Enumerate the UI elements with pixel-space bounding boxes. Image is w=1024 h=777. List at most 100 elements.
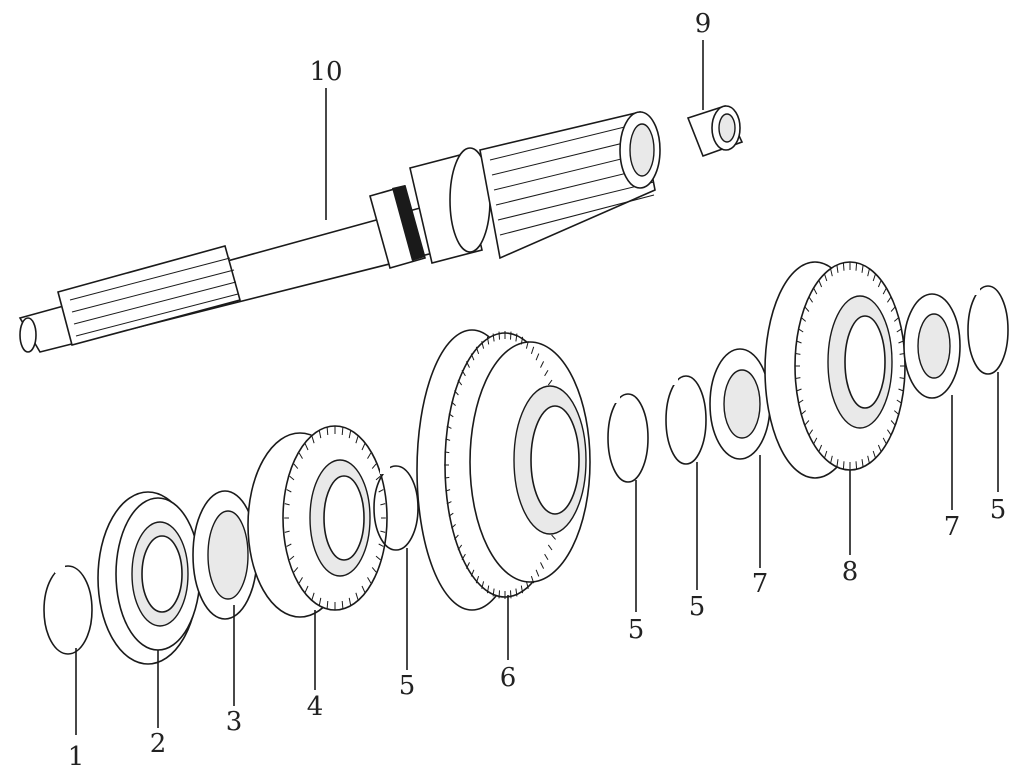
gear-tooth	[380, 530, 386, 533]
gear-tooth	[289, 475, 295, 481]
snap-ring-1	[43, 565, 93, 655]
gear-tooth	[446, 425, 452, 429]
gear-tooth	[535, 569, 540, 577]
gear-tooth	[481, 341, 485, 349]
gear-tooth	[444, 451, 450, 454]
gear-tooth	[898, 388, 904, 392]
gear-tooth	[454, 390, 459, 396]
gear-tooth	[808, 429, 814, 436]
gear-tooth	[544, 553, 549, 561]
gear-tooth	[795, 353, 801, 355]
gear-tooth	[311, 592, 315, 601]
gear-tooth	[540, 562, 545, 569]
gear-tooth	[457, 379, 463, 386]
gear-tooth	[367, 452, 372, 459]
gear-tooth	[836, 459, 839, 468]
gear-tooth	[804, 306, 810, 312]
gear-tooth	[818, 280, 823, 288]
callout-8: 8	[842, 557, 859, 587]
gear-tooth	[451, 401, 456, 406]
gear-tooth	[842, 461, 845, 470]
callout-5a: 5	[399, 671, 416, 701]
callout-1: 1	[68, 742, 85, 772]
gear-tooth	[341, 600, 344, 609]
gear-tooth	[886, 429, 892, 436]
gear-tooth	[341, 427, 344, 436]
callout-6: 6	[500, 663, 517, 693]
gear-tooth	[498, 331, 500, 340]
gear-tooth	[798, 399, 804, 404]
gear-tooth	[890, 420, 896, 426]
gear-tooth	[882, 287, 887, 295]
gear-tooth	[798, 328, 804, 333]
callout-7b: 7	[944, 512, 961, 542]
gear-tooth	[465, 361, 470, 368]
bushing	[686, 105, 744, 158]
gear-tooth	[326, 600, 329, 609]
snap-ring-5c	[665, 375, 707, 465]
gear-tooth	[804, 420, 810, 426]
gear-tooth	[361, 443, 366, 451]
gear-tooth	[801, 317, 807, 322]
leader-lines	[75, 40, 999, 735]
callout-5b: 5	[628, 615, 645, 645]
gear-tooth	[326, 427, 329, 436]
callout-7a: 7	[752, 569, 769, 599]
callout-5c: 5	[689, 592, 706, 622]
gear-tooth	[375, 475, 381, 481]
gear-tooth	[361, 585, 366, 593]
gear-tooth	[801, 410, 807, 415]
gear-tooth	[544, 369, 549, 377]
gear-tooth	[293, 567, 299, 573]
gear-tooth	[298, 452, 303, 459]
gear-tooth	[808, 296, 814, 303]
gear-tooth	[304, 585, 309, 593]
gear-large	[764, 261, 906, 479]
gear-tooth	[304, 443, 309, 451]
gear-tooth	[380, 503, 386, 506]
gear-tooth	[896, 399, 902, 404]
gear-tooth	[286, 489, 292, 493]
gear-tooth	[855, 461, 858, 470]
gear-tooth	[547, 544, 553, 551]
gear-tooth	[872, 450, 876, 459]
gear-tooth	[284, 503, 290, 506]
gear-tooth	[515, 333, 518, 342]
synchronizer-assembly	[416, 329, 591, 611]
gear-tooth	[890, 306, 896, 312]
gear-tooth	[525, 341, 529, 349]
callout-labels: 1 2 3 4 5 6 5 5 7 8 7 5 9 10	[68, 9, 1007, 772]
gear-tooth	[445, 489, 451, 492]
gear-tooth	[515, 588, 518, 597]
gear-tooth	[470, 353, 475, 361]
gear-tooth	[520, 585, 524, 594]
gear-tooth	[830, 268, 833, 277]
gear-tooth	[375, 555, 381, 561]
gear-tooth	[530, 575, 535, 584]
gear-tooth	[830, 455, 833, 464]
gear-tooth	[535, 353, 540, 361]
gear-tooth	[286, 543, 292, 547]
splined-washer-7a	[709, 348, 771, 460]
gear-tooth	[530, 346, 535, 355]
callout-5d: 5	[990, 495, 1007, 525]
gear-tooth	[475, 346, 480, 355]
gear-tooth	[378, 489, 384, 493]
gear-tooth	[886, 296, 892, 303]
gear-tooth	[882, 437, 887, 445]
gear-tooth	[481, 581, 485, 589]
gear-tooth	[547, 379, 553, 386]
gear-tooth	[461, 369, 466, 377]
gear-tooth	[510, 590, 512, 599]
gear-tooth	[861, 264, 864, 273]
callout-3: 3	[226, 707, 243, 737]
callout-9: 9	[695, 9, 712, 39]
splined-washer-7b	[903, 293, 961, 399]
gear-tooth	[461, 553, 466, 561]
gear-tooth	[893, 410, 899, 415]
gear-tooth	[486, 336, 490, 345]
gear-tooth	[796, 388, 802, 392]
gear-tooth	[475, 575, 480, 584]
gear-tooth	[877, 444, 882, 452]
gear-tooth	[355, 592, 359, 601]
